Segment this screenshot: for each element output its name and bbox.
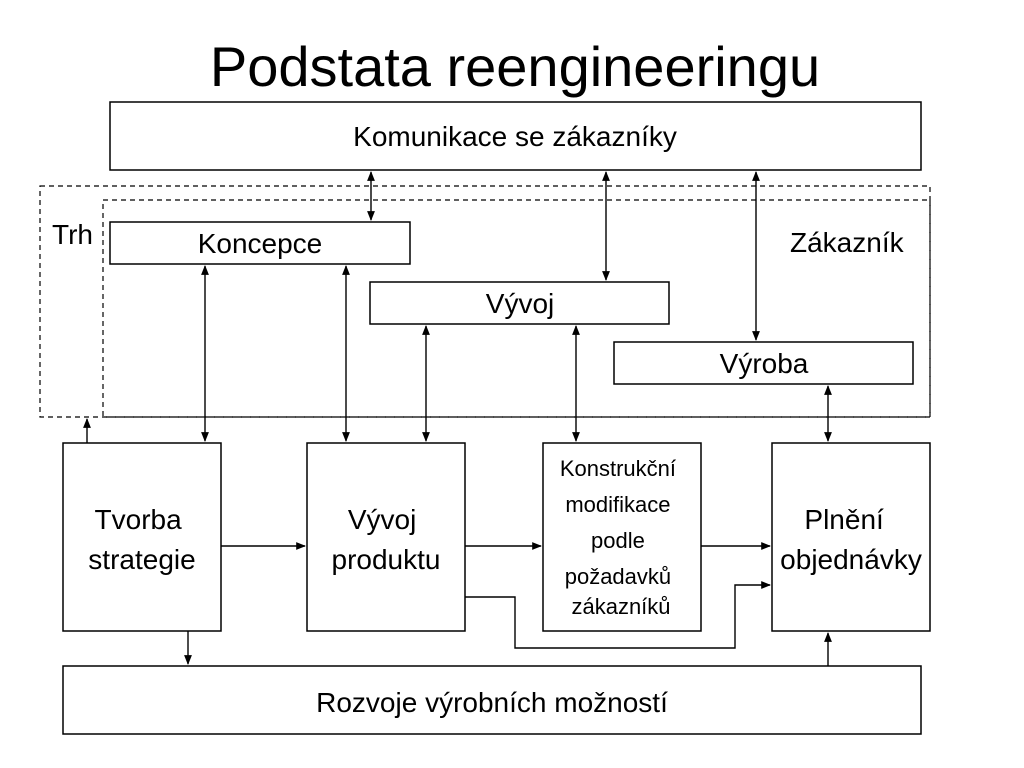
order-fulfilment-label: Plnění objednávky: [780, 504, 922, 575]
arrow-product-fulfilment-bypass: [465, 581, 771, 649]
customer-communication-box: [109, 101, 922, 171]
production-label: Výroba: [720, 348, 809, 379]
product-development-box: [306, 442, 466, 632]
development-box: [369, 281, 670, 325]
customer-communication-label: Komunikace se zákazníky: [353, 121, 677, 152]
strategy-box: [62, 442, 222, 632]
page-title: Podstata reengineeringu: [210, 35, 820, 98]
concept-box: [109, 221, 411, 265]
strategy-label: Tvorba strategie: [88, 504, 195, 575]
design-modification-label: Konstrukční modifikace podle požadavků z…: [560, 456, 682, 619]
customer-label: Zákazník: [790, 227, 905, 258]
order-fulfilment-box: [771, 442, 931, 632]
design-modification-box: [542, 442, 702, 632]
production-capability-label: Rozvoje výrobních možností: [316, 687, 668, 718]
market-label: Trh: [52, 219, 93, 250]
concept-label: Koncepce: [198, 228, 323, 259]
development-label: Vývoj: [486, 288, 554, 319]
production-box: [613, 341, 914, 385]
production-capability-box: [62, 665, 922, 735]
product-development-label: Vývoj produktu: [332, 504, 441, 575]
